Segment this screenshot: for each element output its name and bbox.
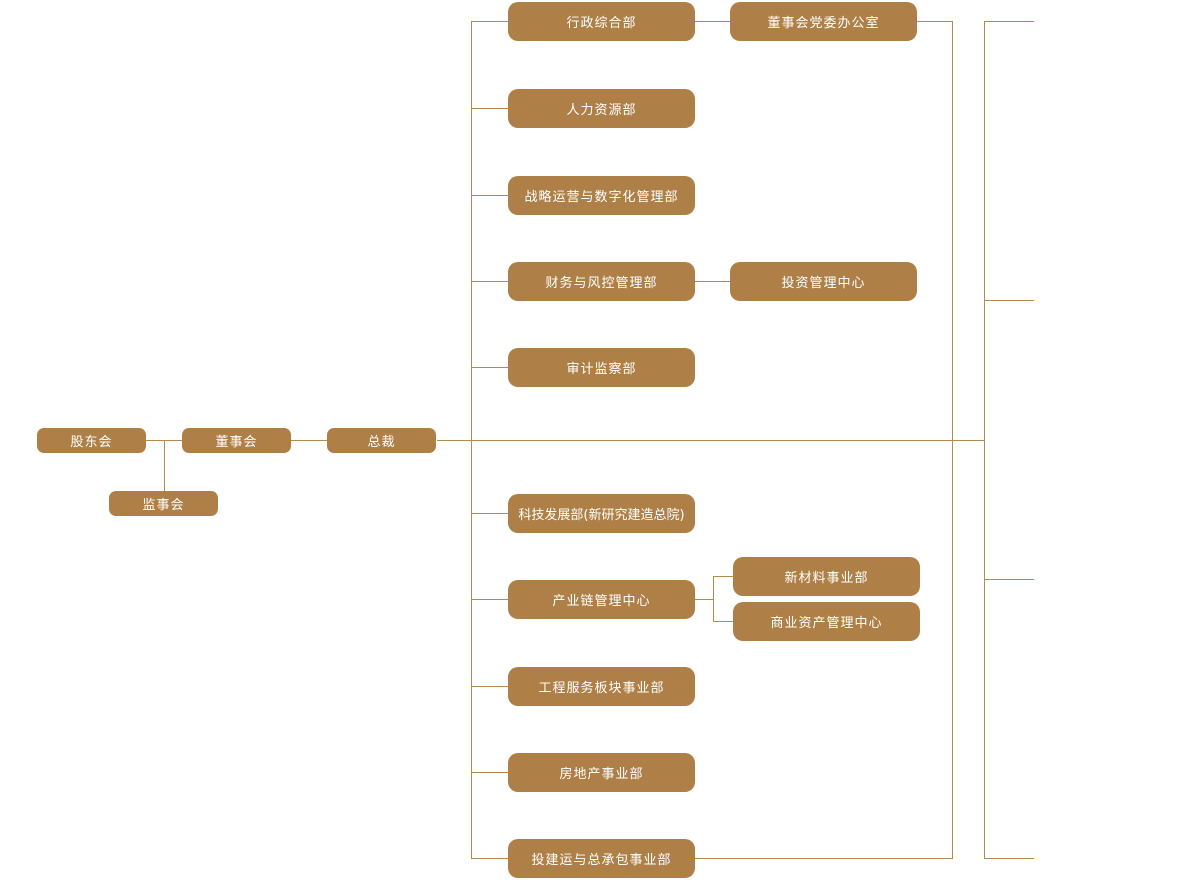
org-node-party-office: 董事会党委办公室 — [730, 2, 917, 41]
org-node-board: 董事会 — [182, 428, 291, 453]
connector-line — [952, 21, 953, 859]
connector-line — [471, 281, 508, 282]
org-node-invest-build-dept: 投建运与总承包事业部 — [508, 839, 695, 878]
org-node-hr-dept: 人力资源部 — [508, 89, 695, 128]
org-node-strategy-dept: 战略运营与数字化管理部 — [508, 176, 695, 215]
org-node-commercial-assets: 商业资产管理中心 — [733, 602, 920, 641]
connector-line — [695, 21, 730, 22]
connector-line — [471, 858, 508, 859]
connector-line — [984, 21, 1034, 22]
connector-line — [984, 21, 985, 859]
org-node-engineering-dept: 工程服务板块事业部 — [508, 667, 695, 706]
connector-line — [471, 108, 508, 109]
connector-line — [984, 300, 1034, 301]
org-node-industry-chain: 产业链管理中心 — [508, 580, 695, 619]
connector-line — [917, 21, 952, 22]
connector-line — [713, 576, 714, 622]
connector-line — [984, 858, 1034, 859]
connector-line — [471, 513, 508, 514]
org-node-investment-center: 投资管理中心 — [730, 262, 917, 301]
connector-line — [695, 599, 713, 600]
org-node-real-estate-dept: 房地产事业部 — [508, 753, 695, 792]
org-node-new-materials: 新材料事业部 — [733, 557, 920, 596]
connector-line — [713, 621, 733, 622]
org-node-admin-dept: 行政综合部 — [508, 2, 695, 41]
connector-line — [471, 599, 508, 600]
connector-line — [713, 576, 733, 577]
connector-line — [471, 772, 508, 773]
org-node-president: 总裁 — [327, 428, 436, 453]
connector-line — [291, 440, 327, 441]
connector-line — [164, 440, 165, 491]
connector-line — [437, 440, 985, 441]
org-node-shareholders: 股东会 — [37, 428, 146, 453]
connector-line — [471, 686, 508, 687]
connector-line — [695, 858, 952, 859]
connector-line — [471, 367, 508, 368]
connector-line — [471, 21, 472, 859]
connector-line — [471, 21, 508, 22]
connector-line — [984, 579, 1034, 580]
org-node-supervisory: 监事会 — [109, 491, 218, 516]
connector-line — [695, 281, 730, 282]
org-node-tech-dept: 科技发展部(新研究建造总院) — [508, 494, 695, 533]
org-node-finance-dept: 财务与风控管理部 — [508, 262, 695, 301]
connector-line — [471, 195, 508, 196]
org-node-audit-dept: 审计监察部 — [508, 348, 695, 387]
